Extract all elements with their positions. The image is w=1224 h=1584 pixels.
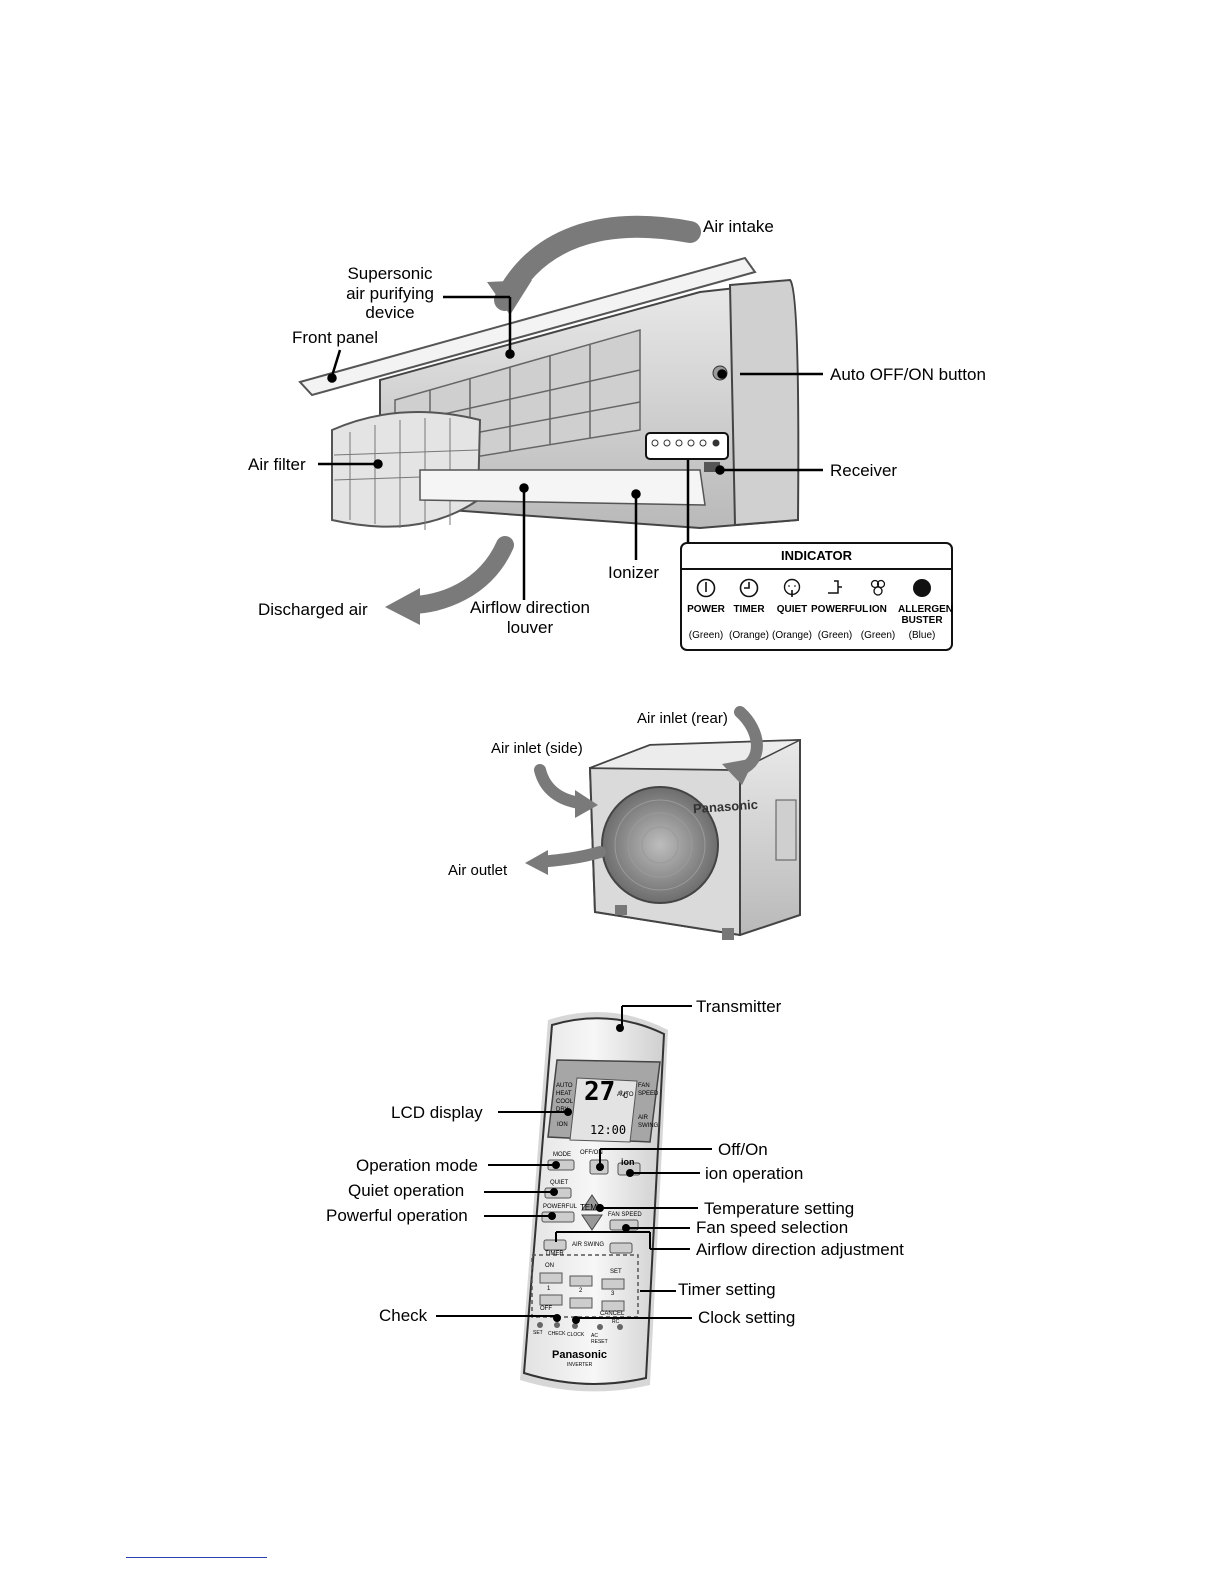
remote-timer-off-button: OFF [540, 1306, 552, 1312]
label-air-intake: Air intake [703, 217, 774, 236]
indoor-unit-illustration [298, 215, 823, 625]
label-temperature-setting: Temperature setting [704, 1199, 855, 1218]
indicator-color: (Green) [817, 630, 853, 641]
indicator-name: POWER [687, 604, 725, 615]
remote-lcd-unit: °c [619, 1090, 628, 1101]
label-air-outlet: Air outlet [448, 862, 508, 879]
powerful-icon [811, 574, 859, 602]
indicator-item-powerful: POWERFUL [811, 574, 869, 615]
remote-powerful-button: POWERFUL [543, 1204, 578, 1210]
power-icon [682, 574, 730, 602]
front-panel-shape [298, 256, 757, 397]
label-supersonic-device: Supersonic air purifying device [336, 264, 444, 323]
indicator-panel: INDICATOR POWER TIMER QUIET POWERFUL ION [680, 542, 953, 651]
remote-ac-reset-button: AC RESET [591, 1333, 608, 1345]
indicator-title: INDICATOR [780, 548, 853, 563]
label-auto-off-on-button: Auto OFF/ON button [830, 365, 986, 384]
label-airflow-direction-adjustment: Airflow direction adjustment [696, 1240, 904, 1259]
label-off-on: Off/On [718, 1140, 768, 1159]
label-receiver: Receiver [830, 461, 898, 480]
label-supersonic-line-2: air purifying [346, 283, 434, 303]
label-ionizer: Ionizer [608, 563, 660, 582]
label-fan-speed-selection: Fan speed selection [696, 1218, 849, 1237]
indicator-color: (Blue) [908, 630, 936, 641]
label-discharged-air: Discharged air [258, 600, 368, 619]
label-air-inlet-side: Air inlet (side) [491, 740, 583, 757]
remote-timer-label: TIMER [545, 1251, 564, 1257]
label-quiet-operation: Quiet operation [348, 1181, 465, 1200]
outdoor-unit-illustration [525, 706, 801, 940]
remote-illustration [436, 1005, 712, 1392]
indicator-color: (Green) [860, 630, 896, 641]
footer-link-underline [126, 1557, 267, 1558]
remote-sub-brand: INVERTER [567, 1362, 593, 1368]
remote-lcd-modes: AUTO HEAT COOL DRY [556, 1083, 573, 1113]
label-louver-line-2: louver [506, 617, 554, 637]
label-transmitter: Transmitter [696, 997, 782, 1016]
remote-lcd-temperature: 27 [584, 1077, 616, 1107]
remote-rc-button: RC [612, 1319, 620, 1325]
remote-lcd-ion: ION [557, 1122, 568, 1128]
remote-mode-button: MODE [553, 1152, 571, 1158]
clock-icon [725, 574, 773, 602]
discharged-air-arrow [401, 536, 514, 614]
remote-ion-button: ion [621, 1157, 635, 1167]
remote-off-on-button: OFF/ON [580, 1150, 603, 1156]
remote-lcd-air-swing: AIR SWING [638, 1115, 659, 1129]
indicator-name-line-2: BUSTER [901, 615, 943, 626]
remote-lcd-fan-speed: FAN SPEED [638, 1083, 659, 1097]
remote-timer-cancel-button: CANCEL [600, 1311, 625, 1317]
remote-quiet-button: QUIET [550, 1180, 569, 1186]
remote-check-button: CHECK [548, 1331, 566, 1337]
remote-timer-on-button: ON [545, 1263, 554, 1269]
indicator-name: ALLERGEN [898, 604, 953, 615]
label-airflow-direction-louver: Airflow direction louver [458, 598, 602, 637]
indicator-color: (Orange) [771, 630, 812, 641]
label-front-panel: Front panel [292, 328, 378, 347]
remote-timer-3: 3 [611, 1291, 615, 1297]
remote-timer-set-button: SET [610, 1269, 622, 1275]
label-supersonic-line-3: device [365, 303, 415, 323]
indicator-item-ion: ION [854, 574, 902, 615]
remote-set-button: SET [533, 1330, 543, 1336]
label-air-filter: Air filter [248, 455, 306, 474]
indicator-color: (Orange) [728, 630, 769, 641]
remote-timer-1: 1 [547, 1286, 551, 1292]
remote-lcd-auto: AUTO [617, 1092, 634, 1098]
label-operation-mode: Operation mode [356, 1156, 478, 1175]
label-clock-setting: Clock setting [698, 1308, 796, 1327]
remote-clock-button: CLOCK [567, 1332, 585, 1338]
label-ion-operation: ion operation [705, 1164, 804, 1183]
label-louver-line-1: Airflow direction [470, 598, 590, 617]
remote-air-swing-button: AIR SWING [572, 1242, 605, 1248]
remote-lcd-time: 12:00 [590, 1123, 627, 1137]
indicator-name: TIMER [733, 604, 765, 615]
label-supersonic-line-1: Supersonic [347, 264, 433, 283]
indicator-name: QUIET [776, 604, 808, 615]
quiet-face-icon [768, 574, 816, 602]
indicator-name: ION [869, 604, 887, 615]
ion-icon [854, 574, 902, 602]
label-powerful-operation: Powerful operation [326, 1206, 468, 1225]
remote-temp-button: TEMP [580, 1203, 603, 1212]
indicator-item-quiet: QUIET [768, 574, 816, 615]
label-check: Check [379, 1306, 428, 1325]
indicator-item-allergen-buster: ALLERGEN BUSTER [898, 574, 953, 626]
air-intake-arrow [494, 215, 701, 311]
label-lcd-display: LCD display [391, 1103, 483, 1122]
remote-brand-logo: Panasonic [552, 1349, 608, 1361]
label-air-inlet-rear: Air inlet (rear) [637, 710, 728, 727]
indicator-color: (Green) [688, 630, 724, 641]
indicator-item-timer: TIMER [725, 574, 773, 615]
filled-circle-icon [898, 574, 946, 602]
indicator-item-power: POWER [682, 574, 730, 615]
indicator-divider [682, 568, 951, 570]
indicator-name: POWERFUL [811, 604, 869, 615]
label-timer-setting: Timer setting [678, 1280, 776, 1299]
remote-fan-speed-button: FAN SPEED [608, 1212, 642, 1218]
remote-timer-2: 2 [579, 1288, 583, 1294]
